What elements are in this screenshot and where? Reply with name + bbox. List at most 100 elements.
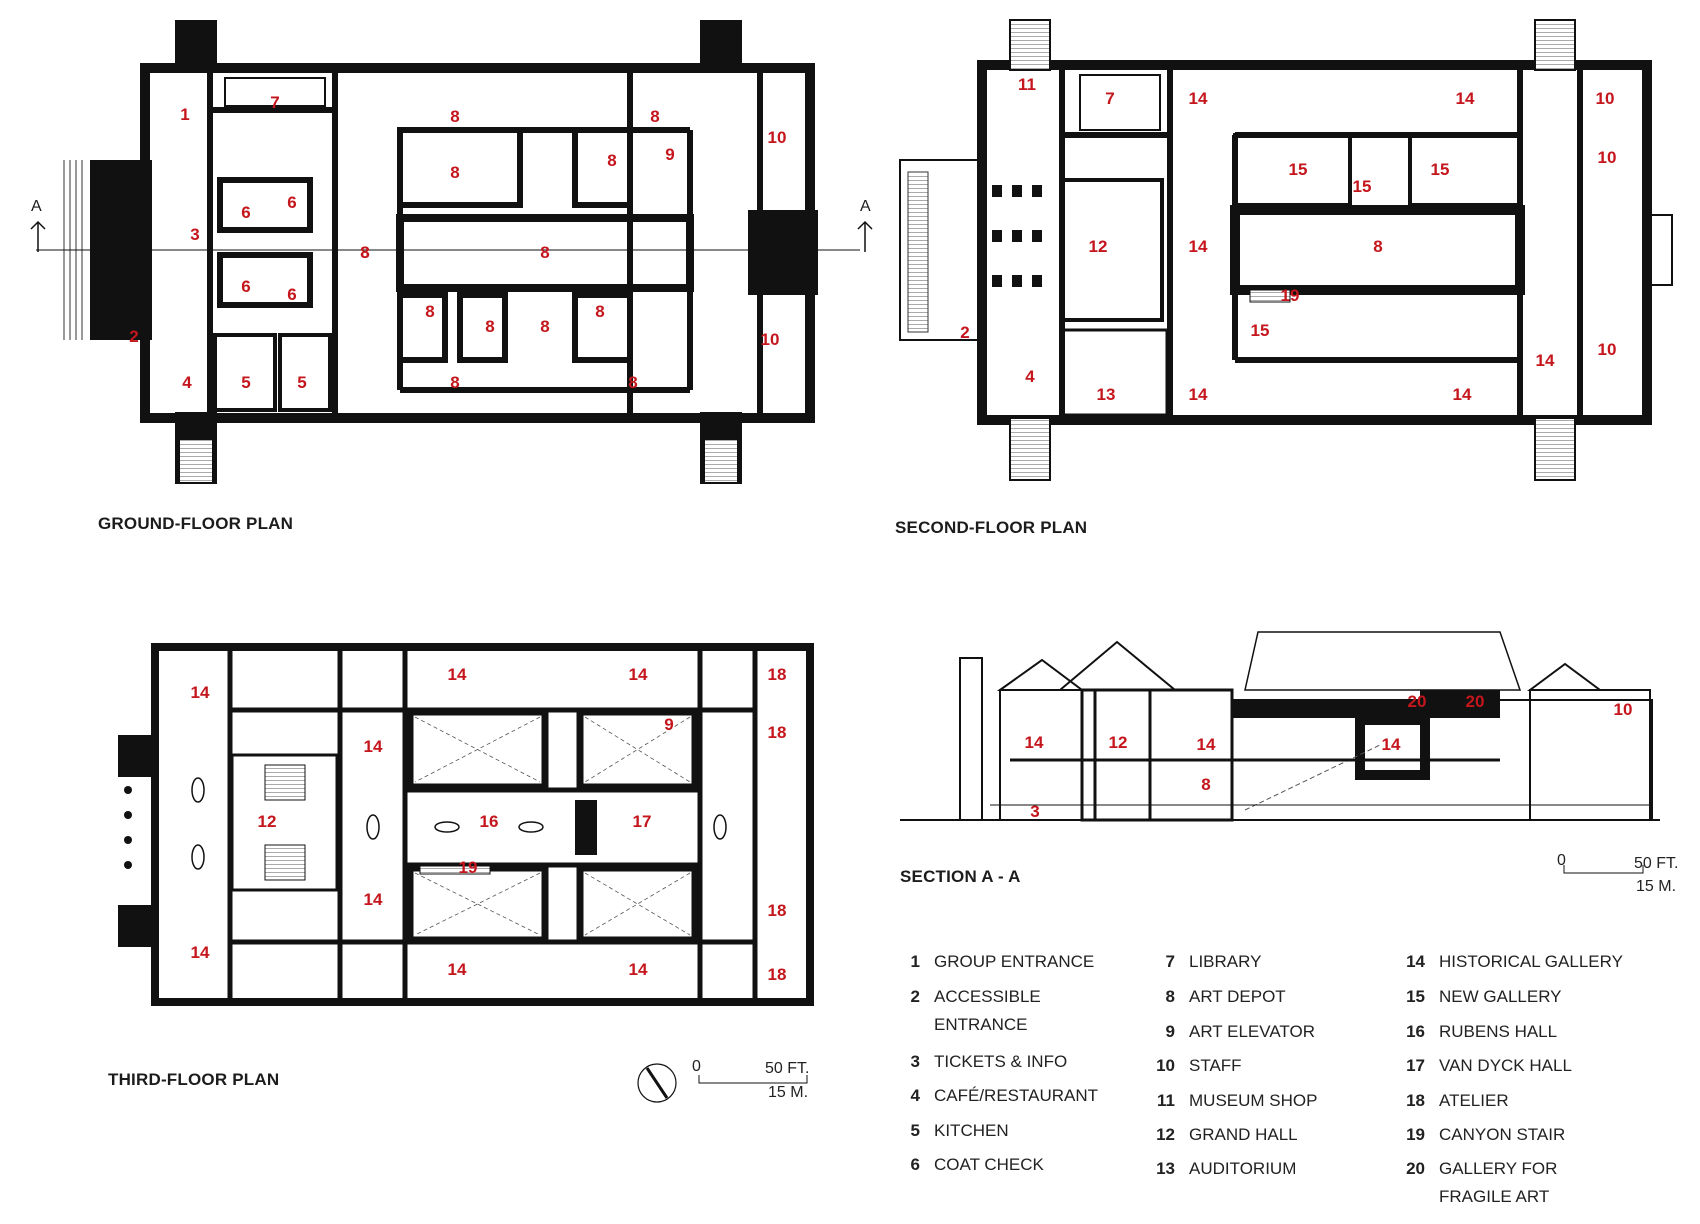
- room-number-section: 10: [1614, 700, 1633, 719]
- legend-number: 15: [1406, 987, 1425, 1006]
- legend-item: 3 TICKETS & INFO: [890, 1048, 1134, 1076]
- room-number-third: 9: [664, 715, 673, 734]
- legend-number: 10: [1156, 1056, 1175, 1075]
- legend-item: 13 AUDITORIUM: [1145, 1155, 1389, 1183]
- legend-label: TICKETS & INFO: [934, 1052, 1068, 1071]
- room-number-ground: 5: [241, 373, 250, 392]
- room-number-ground: 8: [628, 373, 637, 392]
- legend-label: ART ELEVATOR: [1189, 1022, 1315, 1041]
- room-number-third: 19: [459, 858, 478, 877]
- legend-label: HISTORICAL GALLERY: [1439, 952, 1623, 971]
- room-number-second: 14: [1189, 385, 1208, 404]
- legend-number: 3: [910, 1052, 920, 1071]
- room-number-ground: 6: [241, 203, 250, 222]
- room-number-third: 17: [633, 812, 652, 831]
- room-number-ground: 8: [425, 302, 434, 321]
- room-number-ground: 2: [129, 327, 138, 346]
- legend-item: 14 HISTORICAL GALLERY: [1395, 948, 1639, 976]
- room-number-second: 11: [1018, 75, 1036, 94]
- second-floor-caption: SECOND-FLOOR PLAN: [895, 518, 1088, 537]
- legend-number: 12: [1156, 1125, 1175, 1144]
- room-number-third: 14: [448, 960, 467, 979]
- room-number-second: 10: [1598, 340, 1617, 359]
- room-number-second: 14: [1453, 385, 1472, 404]
- legend-label: LIBRARY: [1189, 952, 1262, 971]
- third-floor-plan: [118, 643, 814, 1103]
- room-number-second: 15: [1251, 321, 1270, 340]
- legend-label: GALLERY FOR FRAGILE ART: [1439, 1159, 1558, 1206]
- scale-bar-third: [698, 1075, 808, 1084]
- room-number-second: 14: [1536, 351, 1555, 370]
- legend-label: VAN DYCK HALL: [1439, 1056, 1572, 1075]
- legend-item: 15 NEW GALLERY: [1395, 983, 1639, 1011]
- legend-item: 11 MUSEUM SHOP: [1145, 1087, 1389, 1115]
- room-number-third: 18: [768, 901, 787, 920]
- legend-number: 11: [1157, 1091, 1175, 1110]
- room-number-third: 14: [364, 737, 383, 756]
- legend-number: 5: [910, 1121, 920, 1140]
- legend-number: 13: [1156, 1159, 1175, 1178]
- room-number-third: 14: [629, 960, 648, 979]
- room-number-section: 20: [1408, 692, 1427, 711]
- room-number-ground: 9: [665, 145, 674, 164]
- legend-number: 8: [1165, 987, 1175, 1006]
- room-number-third: 14: [191, 683, 210, 702]
- room-number-section: 14: [1197, 735, 1216, 754]
- legend-number: 1: [910, 952, 920, 971]
- ground-floor-plan: [36, 20, 860, 484]
- section-marker-left: [30, 220, 46, 252]
- room-number-ground: 4: [182, 373, 192, 392]
- legend-label: AUDITORIUM: [1189, 1159, 1297, 1178]
- legend-label: MUSEUM SHOP: [1189, 1091, 1318, 1110]
- legend-label: CAFÉ/RESTAURANT: [934, 1086, 1099, 1105]
- section-a-a: [900, 631, 1660, 822]
- room-number-ground: 1: [180, 105, 189, 124]
- room-number-ground: 8: [540, 317, 549, 336]
- legend-number: 6: [910, 1155, 920, 1174]
- room-number-third: 18: [768, 965, 787, 984]
- room-number-ground: 8: [450, 373, 459, 392]
- legend-label: GROUP ENTRANCE: [934, 952, 1095, 971]
- room-number-third: 18: [768, 723, 787, 742]
- room-number-ground: 8: [360, 243, 369, 262]
- north-arrow-icon: [637, 1063, 677, 1103]
- legend-number: 4: [910, 1086, 920, 1105]
- room-number-second: 15: [1289, 160, 1308, 179]
- room-number-second: 10: [1598, 148, 1617, 167]
- room-number-second: 2: [960, 323, 969, 342]
- room-number-second: 12: [1089, 237, 1108, 256]
- room-number-second: 13: [1097, 385, 1116, 404]
- scale-zero-third: 0: [692, 1058, 701, 1075]
- room-number-section: 3: [1030, 802, 1039, 821]
- room-number-section: 14: [1025, 733, 1044, 752]
- legend-item: 4 CAFÉ/RESTAURANT: [890, 1082, 1134, 1110]
- room-number-ground: 6: [287, 193, 296, 212]
- room-number-ground: 6: [287, 285, 296, 304]
- legend-label: KITCHEN: [934, 1121, 1009, 1140]
- legend-item: 1 GROUP ENTRANCE: [890, 948, 1134, 976]
- room-number-ground: 8: [485, 317, 494, 336]
- legend-label: STAFF: [1189, 1056, 1242, 1075]
- room-number-ground: 8: [540, 243, 549, 262]
- legend-label: NEW GALLERY: [1439, 987, 1562, 1006]
- scale-ft-section: 50 FT.: [1634, 855, 1679, 872]
- legend-number: 14: [1406, 952, 1425, 971]
- room-number-third: 16: [480, 812, 499, 831]
- room-number-third: 14: [191, 943, 210, 962]
- room-number-second: 19: [1281, 286, 1300, 305]
- legend-label: ATELIER: [1439, 1091, 1509, 1110]
- scale-m-section: 15 M.: [1636, 878, 1677, 895]
- room-number-ground: 8: [595, 302, 604, 321]
- room-number-third: 14: [364, 890, 383, 909]
- room-number-third: 14: [448, 665, 467, 684]
